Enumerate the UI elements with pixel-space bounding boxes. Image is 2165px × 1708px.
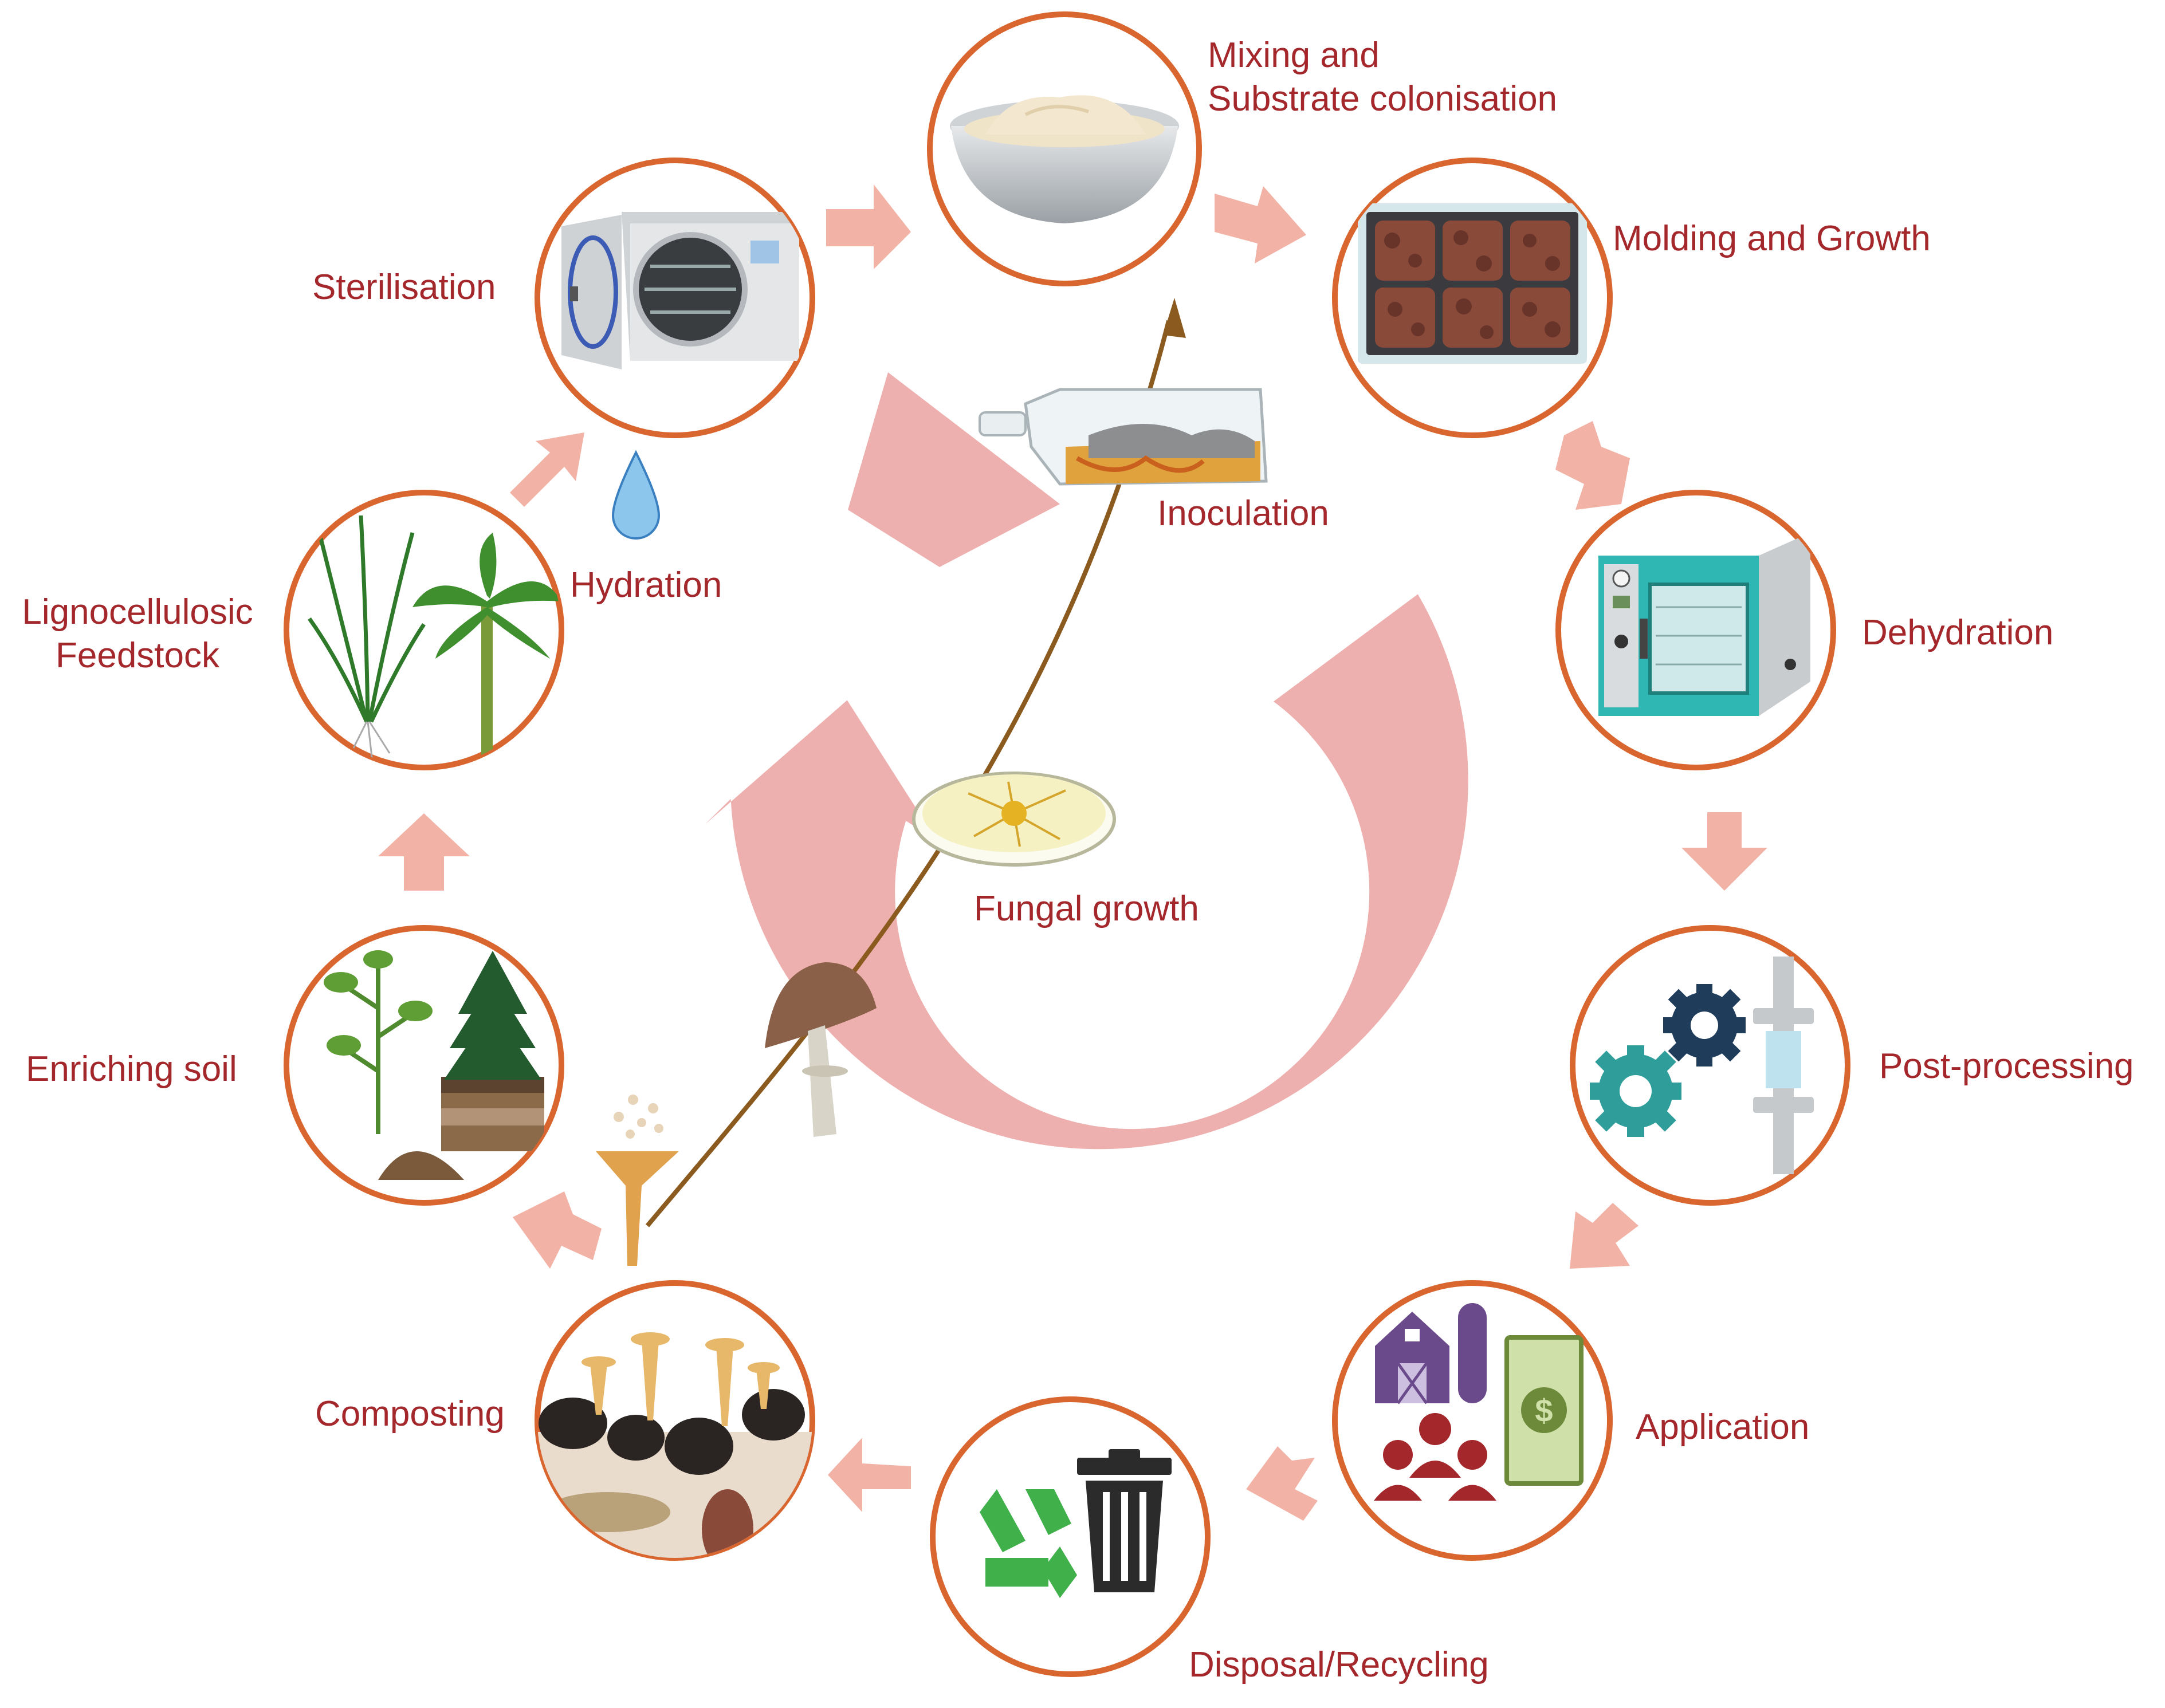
mold-tray-icon	[1358, 203, 1587, 364]
step-molding	[1332, 158, 1613, 438]
label-sterilisation: Sterilisation	[312, 267, 496, 307]
grass-banana-plant-icon	[308, 515, 561, 762]
label-fungal-growth: Fungal growth	[974, 889, 1199, 928]
funnel-mushroom-icon	[596, 1095, 679, 1266]
gears-icon	[1590, 957, 1814, 1174]
pine-tree-icon	[444, 951, 541, 1080]
central-cycle-arrow	[705, 372, 1468, 1150]
arrow-molding-to-dehydration	[1555, 421, 1630, 510]
petri-dish-icon	[912, 772, 1116, 867]
arrow-application-to-disposal	[1246, 1446, 1318, 1521]
mushroom-icon	[765, 962, 877, 1137]
arrow-feedstock-to-sterilisation	[510, 432, 584, 507]
step-postprocessing	[1570, 925, 1850, 1206]
label-molding: Molding and Growth	[1613, 219, 1931, 258]
arrow-dehydration-to-postprocessing	[1681, 812, 1767, 891]
label-postprocessing: Post-processing	[1879, 1046, 2134, 1086]
label-inoculation: Inoculation	[1157, 494, 1329, 533]
barn-people-money-icon: $	[1374, 1303, 1584, 1501]
recycle-trash-icon	[980, 1449, 1172, 1598]
arrow-disposal-to-composting	[828, 1438, 911, 1512]
label-dehydration: Dehydration	[1862, 613, 2054, 652]
step-application: $	[1332, 1280, 1613, 1561]
step-mixing	[927, 11, 1202, 286]
arrow-mixing-to-molding	[1215, 186, 1306, 263]
svg-text:$: $	[1535, 1392, 1553, 1428]
trash-can-icon	[1077, 1449, 1172, 1592]
step-disposal	[930, 1396, 1211, 1677]
drying-oven-icon	[1598, 533, 1810, 716]
arrow-composting-to-enriching	[513, 1191, 602, 1269]
label-mixing-line1: Mixing and	[1208, 36, 1380, 75]
culture-flask-icon	[979, 388, 1268, 486]
water-drop-icon	[611, 450, 661, 540]
soil-plants-icon	[324, 950, 544, 1180]
step-dehydration	[1555, 490, 1836, 770]
label-disposal: Disposal/Recycling	[1189, 1645, 1489, 1685]
gear-navy	[1663, 984, 1746, 1066]
step-feedstock	[284, 490, 564, 770]
label-enriching: Enriching soil	[26, 1049, 237, 1089]
step-enriching	[284, 925, 564, 1206]
label-composting: Composting	[315, 1394, 505, 1434]
gear-teal	[1590, 1045, 1681, 1137]
label-feedstock-line2: Feedstock	[55, 636, 220, 675]
arrow-enriching-to-feedstock	[378, 813, 470, 891]
label-mixing-line2: Substrate colonisation	[1208, 79, 1558, 119]
money-icon: $	[1504, 1335, 1584, 1486]
people-icon	[1374, 1413, 1496, 1501]
barn-icon	[1375, 1303, 1487, 1404]
step-sterilisation	[535, 158, 815, 438]
roller-press	[1753, 957, 1814, 1174]
label-hydration: Hydration	[570, 565, 722, 605]
arrow-sterilisation-to-mixing	[826, 184, 911, 269]
mixing-bowl-icon	[950, 95, 1179, 223]
step-arrows	[378, 184, 1767, 1521]
label-application: Application	[1636, 1407, 1810, 1447]
recycle-icon	[980, 1489, 1077, 1598]
label-feedstock-line1: Lignocellulosic	[22, 592, 253, 632]
arrow-postprocessing-to-application	[1570, 1203, 1639, 1269]
step-composting	[535, 1280, 815, 1561]
autoclave-icon	[561, 212, 799, 369]
